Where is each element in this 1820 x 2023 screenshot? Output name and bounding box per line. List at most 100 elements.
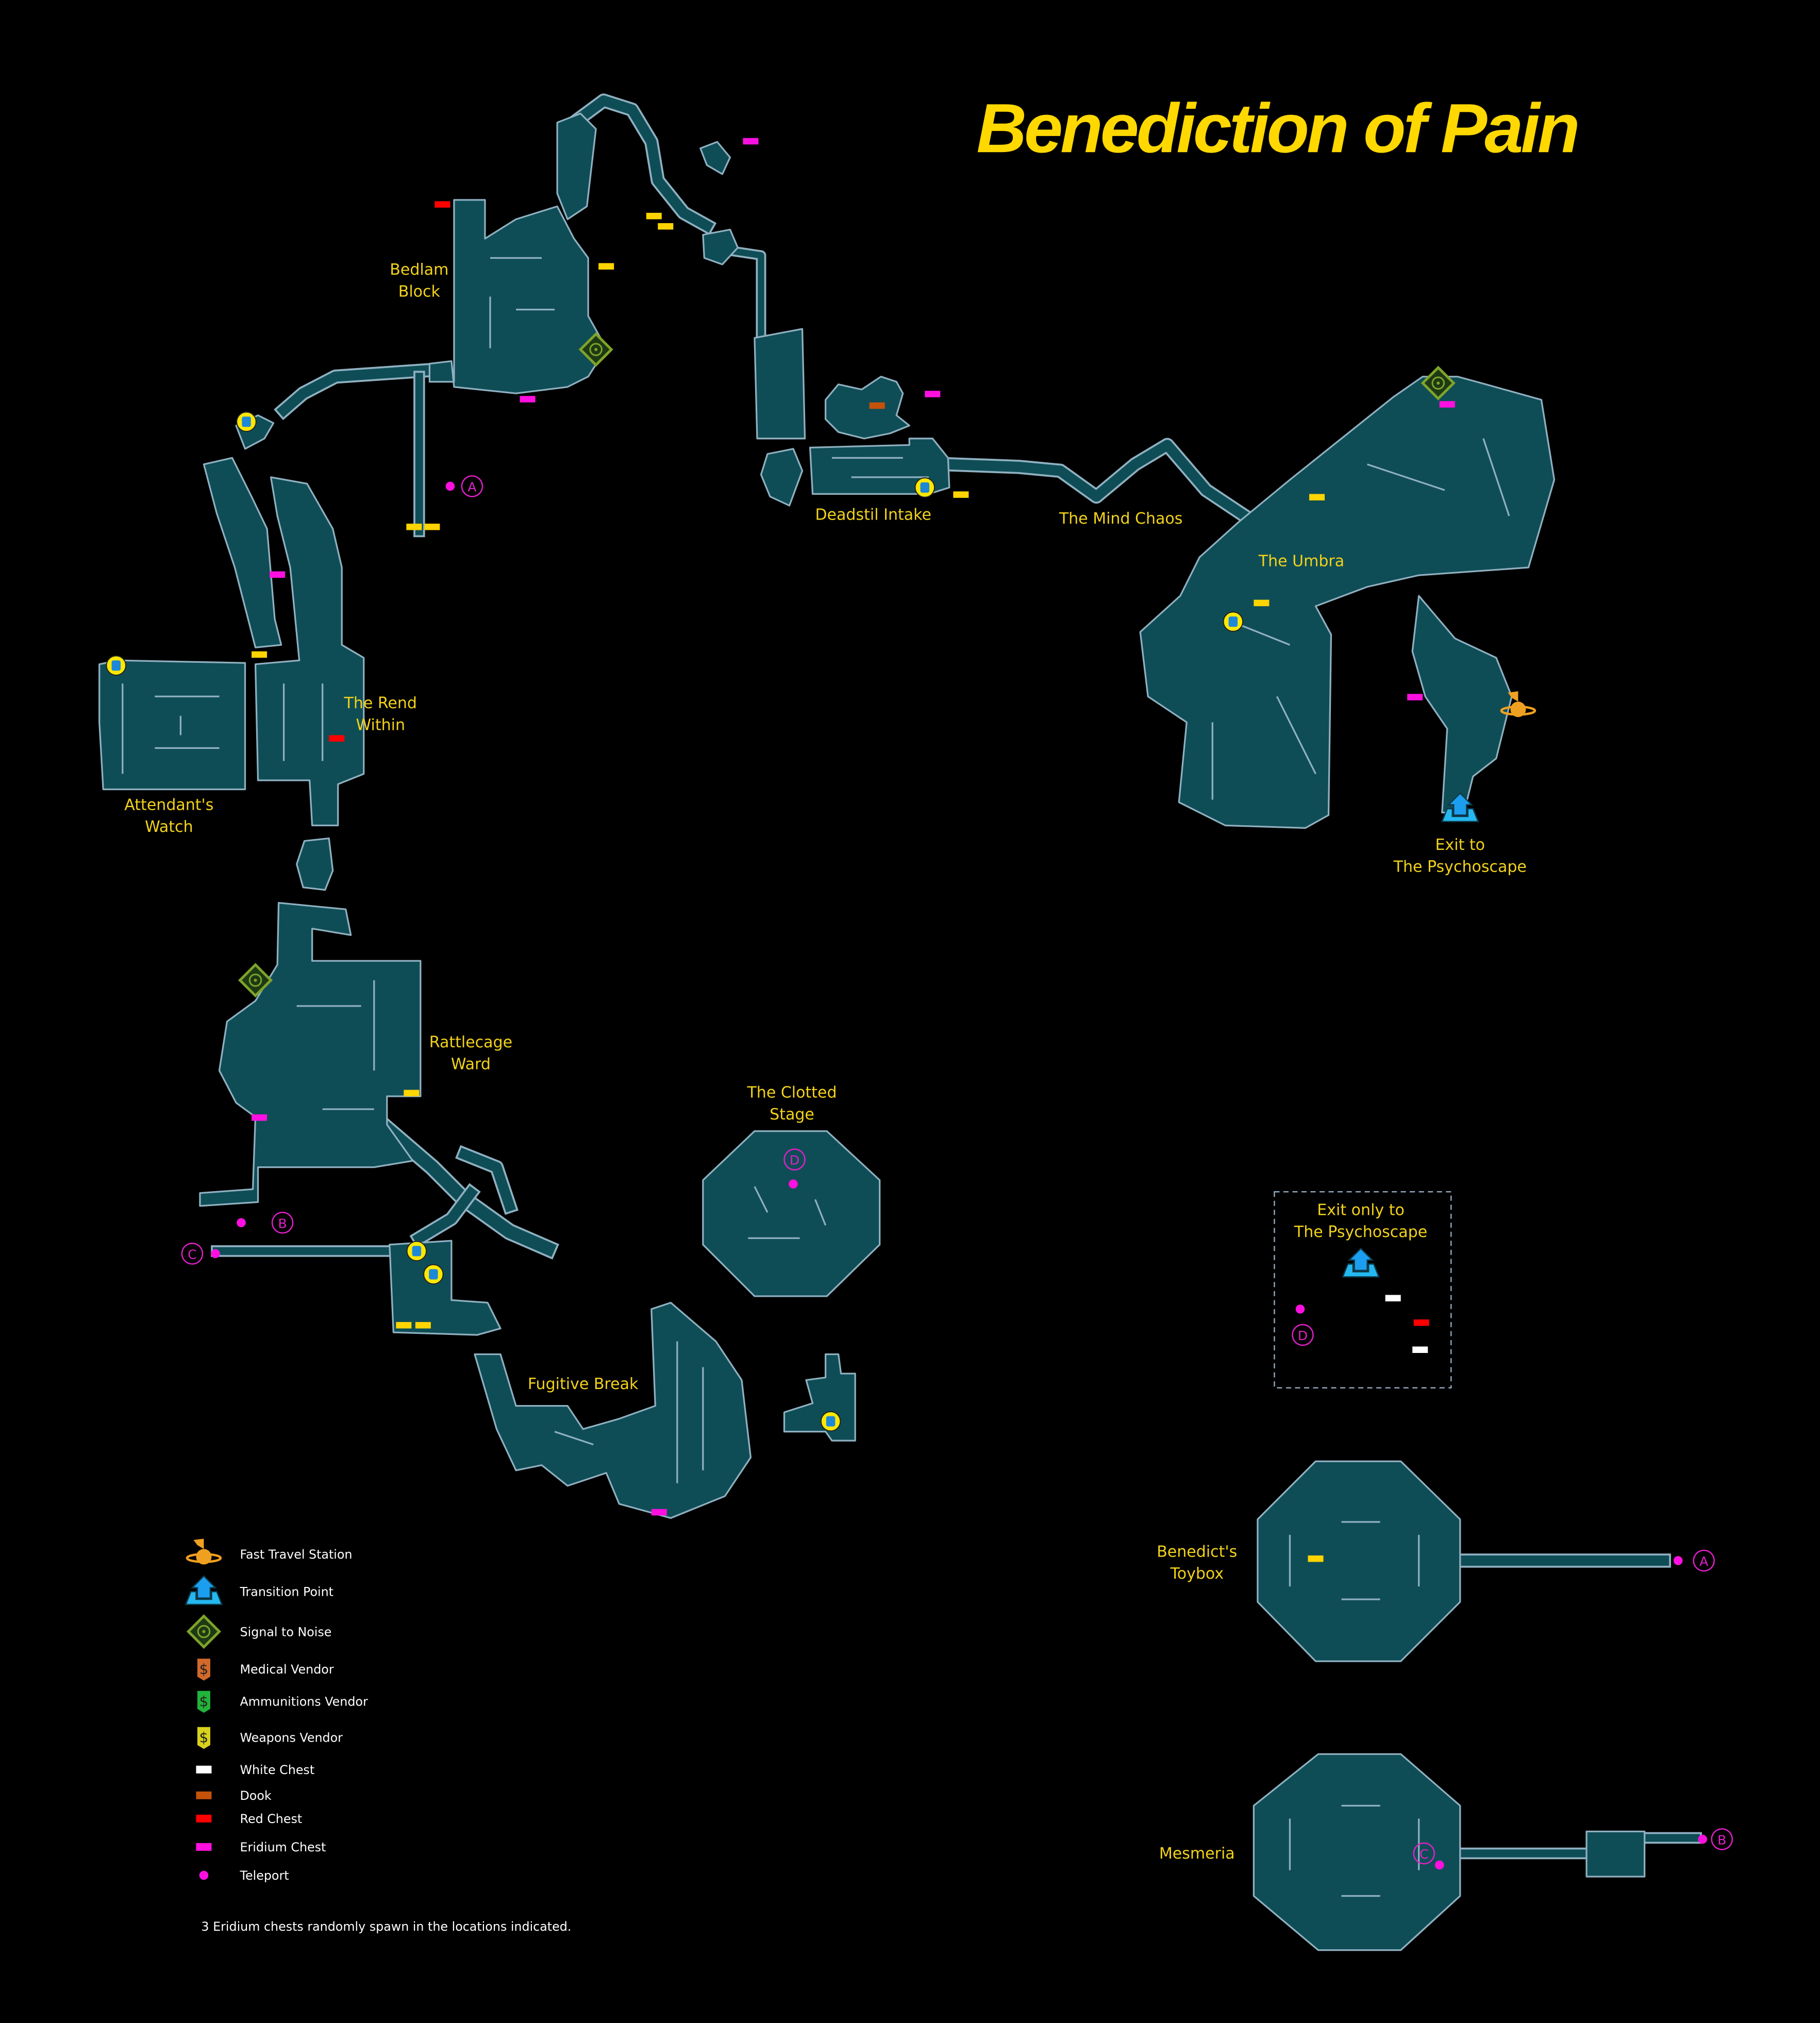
eridium-chest[interactable]: [651, 1509, 667, 1516]
white-chest[interactable]: [1385, 1295, 1401, 1301]
fast-travel-icon[interactable]: [1500, 691, 1537, 717]
signal-to-noise-icon[interactable]: [238, 963, 273, 998]
yellow-marker[interactable]: [406, 523, 422, 530]
teleport-dot[interactable]: [211, 1249, 220, 1259]
room-corridor-block: [754, 328, 806, 440]
eridium-chest[interactable]: [1407, 694, 1423, 700]
room-mesmeria-annex: [1585, 1830, 1646, 1878]
eridium-chest[interactable]: [252, 1114, 268, 1121]
teleport-dot[interactable]: [789, 1179, 798, 1189]
signal-to-noise-icon[interactable]: [1421, 365, 1456, 400]
legend-label: Medical Vendor: [240, 1662, 334, 1677]
teleport-b-mesmeria[interactable]: B: [1711, 1828, 1733, 1850]
echo-log-icon[interactable]: [820, 1411, 841, 1432]
yellow-marker[interactable]: [1254, 599, 1270, 607]
label-deadstil-intake: Deadstil Intake: [815, 506, 931, 524]
teleport-c-west[interactable]: C: [181, 1243, 204, 1265]
red-chest[interactable]: [1413, 1319, 1429, 1326]
legend-swatch: [196, 1814, 212, 1823]
teleport-b-west[interactable]: B: [271, 1211, 294, 1234]
yellow-marker[interactable]: [415, 1322, 431, 1329]
teleport-dot[interactable]: [237, 1218, 246, 1228]
eridium-chest[interactable]: [925, 391, 941, 397]
teleport-c-mesmeria[interactable]: C: [1413, 1842, 1435, 1865]
echo-log-icon[interactable]: [914, 477, 936, 498]
eridium-chest[interactable]: [743, 138, 759, 145]
teleport-dot[interactable]: [1434, 1860, 1444, 1870]
svg-text:$: $: [199, 1730, 209, 1746]
legend-label: Fast Travel Station: [240, 1547, 353, 1562]
map-floor: [98, 93, 1702, 1951]
echo-log-icon[interactable]: [423, 1264, 444, 1285]
eridium-chest[interactable]: [270, 571, 286, 578]
white-chest[interactable]: [1412, 1346, 1428, 1353]
map-markers: [106, 138, 1707, 1870]
teleport-d-exit-box[interactable]: D: [1292, 1324, 1314, 1346]
teleport-labels: A B C D D A B C: [181, 475, 1733, 1865]
yellow-marker[interactable]: [658, 223, 674, 230]
legend-swatch: [196, 1791, 212, 1799]
eridium-chest[interactable]: [520, 396, 536, 403]
svg-text:A: A: [467, 479, 476, 494]
teleport-dot[interactable]: [1698, 1834, 1707, 1844]
svg-text:D: D: [1298, 1328, 1308, 1343]
teleport-dot[interactable]: [1673, 1556, 1683, 1565]
yellow-marker[interactable]: [404, 1090, 420, 1097]
room-blob: [295, 837, 334, 891]
teleport-dot[interactable]: [1295, 1305, 1305, 1314]
eridium-chest[interactable]: [1439, 401, 1455, 408]
yellow-marker[interactable]: [646, 212, 662, 220]
legend-note: 3 Eridium chests randomly spawn in the l…: [201, 1919, 571, 1934]
yellow-marker[interactable]: [598, 263, 614, 270]
teleport-dot[interactable]: [445, 481, 455, 491]
dook[interactable]: [869, 402, 885, 409]
red-chest[interactable]: [435, 201, 450, 208]
svg-text:C: C: [1420, 1847, 1428, 1862]
legend-label: Eridium Chest: [240, 1840, 326, 1854]
signal-to-noise-icon[interactable]: [578, 332, 613, 367]
room-benedicts-toybox: [1257, 1460, 1461, 1662]
room-deadstil-intake: [809, 438, 950, 495]
room-bedlam-north: [556, 112, 597, 221]
svg-text:B: B: [278, 1216, 287, 1231]
transition-arrow-icon[interactable]: [1441, 792, 1479, 823]
echo-log-icon[interactable]: [106, 655, 127, 676]
label-the-umbra: The Umbra: [1258, 553, 1344, 571]
legend-teleport-icon: [199, 1870, 209, 1880]
legend-transition-icon[interactable]: [185, 1575, 223, 1606]
yellow-marker[interactable]: [1309, 494, 1325, 500]
teleport-a-north[interactable]: A: [461, 475, 483, 497]
yellow-marker[interactable]: [953, 491, 969, 498]
legend-signal-to-noise-icon[interactable]: [186, 1614, 222, 1649]
room-the-umbra: [1139, 376, 1556, 829]
legend-fast-travel-icon[interactable]: [186, 1539, 222, 1565]
red-chest[interactable]: [329, 735, 345, 742]
label-the-mind-chaos: The Mind Chaos: [1059, 510, 1183, 528]
yellow-marker[interactable]: [424, 523, 440, 530]
svg-text:D: D: [790, 1153, 799, 1168]
teleport-a-toybox[interactable]: A: [1693, 1549, 1715, 1572]
room-clotted-stage: [702, 1130, 881, 1297]
yellow-marker[interactable]: [252, 651, 268, 658]
room-umbra-south: [1411, 595, 1513, 814]
svg-text:$: $: [199, 1694, 209, 1710]
legend-label: Red Chest: [240, 1812, 303, 1826]
room-small-blob: [760, 448, 804, 507]
echo-log-icon[interactable]: [236, 411, 257, 432]
yellow-marker[interactable]: [396, 1322, 412, 1329]
room-lower-ward: [389, 1240, 502, 1336]
echo-log-icon[interactable]: [406, 1241, 427, 1262]
teleport-d-clotted[interactable]: D: [783, 1148, 806, 1171]
room-dook-cave: [824, 376, 910, 440]
echo-log-icon[interactable]: [1223, 611, 1244, 632]
svg-text:C: C: [188, 1247, 196, 1262]
legend-swatch: [196, 1765, 212, 1774]
transition-arrow-icon[interactable]: [1342, 1247, 1380, 1278]
yellow-marker[interactable]: [1308, 1555, 1324, 1562]
room-mesmeria: [1253, 1753, 1461, 1951]
